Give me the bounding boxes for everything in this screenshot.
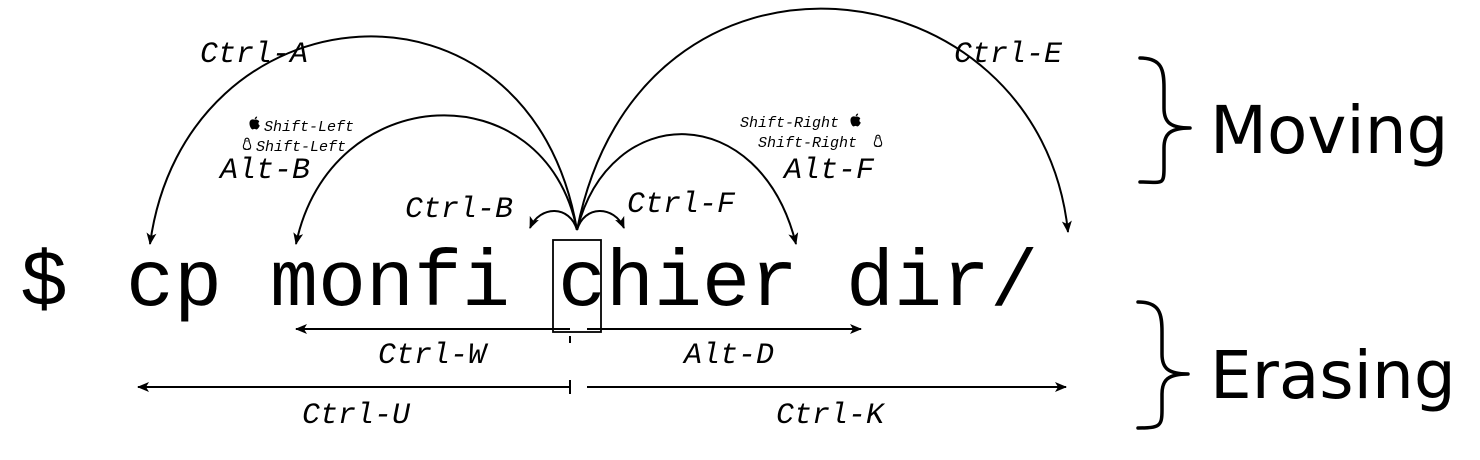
label-ctrl-e: Ctrl-E — [954, 38, 1063, 72]
label-linux-shift-right: Shift-Right — [758, 135, 857, 152]
label-ctrl-u: Ctrl-U — [302, 399, 411, 433]
label-ctrl-f: Ctrl-F — [627, 188, 736, 222]
category-erasing: Erasing — [1210, 337, 1456, 414]
label-ctrl-w: Ctrl-W — [378, 339, 489, 373]
label-linux-shift-left: Shift-Left — [256, 139, 346, 156]
arc-alt-b — [293, 114, 578, 245]
shell-prompt: $ — [20, 239, 68, 330]
label-ctrl-b: Ctrl-B — [405, 193, 513, 227]
label-mac-shift-left: Shift-Left — [264, 119, 354, 136]
arc-ctrl-e — [576, 7, 1072, 233]
label-alt-b: Alt-B — [218, 154, 310, 188]
brace-moving — [1138, 56, 1192, 185]
brace-erasing — [1136, 300, 1190, 430]
command-text-before-cursor: cp monfi — [126, 239, 510, 330]
tux-icon — [242, 137, 252, 151]
label-alt-f: Alt-F — [782, 154, 875, 188]
label-ctrl-k: Ctrl-K — [776, 399, 886, 433]
cursor-character: c — [558, 239, 606, 330]
arc-ctrl-a — [146, 35, 578, 245]
arc-alt-f — [576, 133, 799, 245]
apple-icon — [850, 113, 861, 127]
category-moving: Moving — [1210, 92, 1448, 169]
label-ctrl-a: Ctrl-A — [200, 38, 308, 72]
tux-icon — [873, 134, 883, 148]
arc-ctrl-b — [529, 210, 578, 231]
command-text-after-cursor: hier dir/ — [606, 239, 1038, 330]
label-alt-d: Alt-D — [682, 339, 774, 373]
apple-icon — [249, 116, 260, 130]
arc-ctrl-f — [576, 210, 625, 231]
label-mac-shift-right: Shift-Right — [740, 115, 839, 132]
cursor-box — [552, 239, 602, 333]
